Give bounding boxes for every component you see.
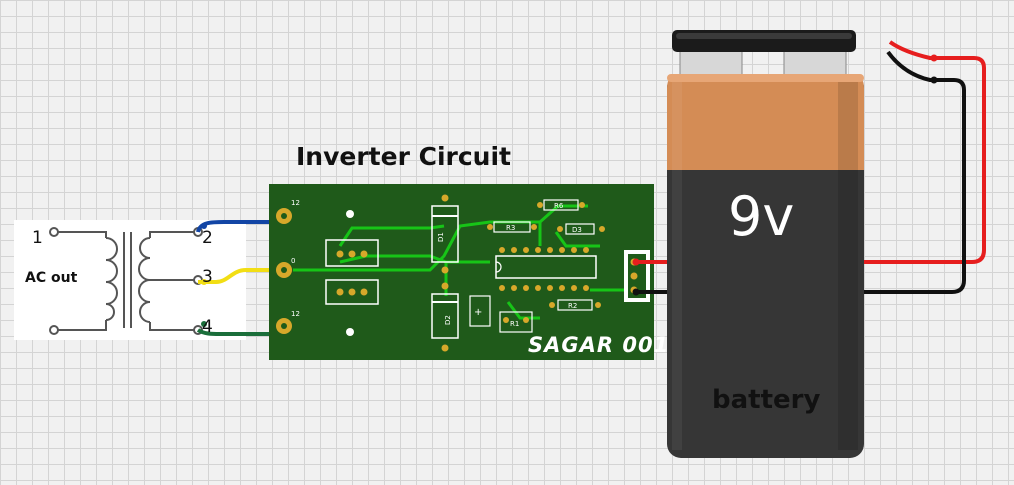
wire-yellow[interactable]: [198, 268, 286, 284]
wire-red[interactable]: [636, 40, 986, 264]
pcb-brand-label: SAGAR 001: [528, 333, 670, 357]
diode-d2-footprint: [431, 293, 459, 339]
wire-green-endpoint: [201, 321, 207, 327]
pcb-traces: [293, 204, 628, 320]
diode-d1-footprint: [431, 205, 459, 263]
wire-black[interactable]: [636, 50, 966, 294]
resistor-r6-footprint: [499, 311, 533, 333]
transformer-pin-3-label: 3: [202, 267, 213, 287]
battery-terminal-right: [783, 47, 847, 79]
secondary-coil-lower: [138, 279, 151, 323]
battery-label: battery: [712, 385, 821, 415]
wire-yellow-endpoint: [201, 279, 207, 285]
diagram-title: Inverter Circuit: [296, 142, 512, 171]
wire-blue[interactable]: [196, 220, 286, 233]
diode-d1-label: D1: [437, 232, 445, 242]
diode-d3-label: D3: [572, 226, 582, 234]
wire-red-endpoint: [930, 54, 938, 62]
transformer-pin-1-label: 1: [32, 228, 43, 248]
svg-text:+: +: [474, 307, 482, 318]
pcb-label-12-bottom: 12: [291, 310, 300, 318]
battery-voltage-label: 9v: [728, 185, 795, 248]
wire-green[interactable]: [196, 328, 286, 336]
transformer-terminal-primary-bottom[interactable]: [49, 325, 59, 335]
resistor-r6-label: R1: [510, 320, 519, 328]
transformer-pin-4-label: 4: [202, 317, 213, 337]
wire-blue-endpoint: [201, 223, 207, 229]
diode-d2-label: D2: [444, 315, 452, 325]
pcb-board[interactable]: 12 0 12 D1 D2 R3 R6 R2 D3: [269, 184, 654, 360]
transformer-terminal-1[interactable]: [49, 227, 59, 237]
pcb-label-12-top: 12: [291, 199, 300, 207]
resistor-r2-footprint: [493, 221, 531, 233]
secondary-coil-upper: [138, 237, 151, 281]
resistor-r2-label: R3: [506, 224, 515, 232]
ic-pins: [499, 247, 589, 291]
pcb-label-0: 0: [291, 257, 295, 265]
resistor-r3-label: R6: [554, 202, 564, 210]
transistor-footprint-lower: [325, 279, 379, 305]
battery-top-band: [667, 74, 864, 170]
capacitor-footprint: [469, 295, 491, 327]
battery-9v[interactable]: [667, 30, 864, 458]
resistor-r3-footprint: [543, 199, 579, 211]
transistor-footprint-upper: [325, 239, 379, 267]
transformer-pin-2-label: 2: [202, 228, 213, 248]
wire-black-endpoint: [930, 76, 938, 84]
resistor-r1-label: R2: [568, 302, 577, 310]
mount-hole-bottom: [346, 328, 354, 336]
ic-footprint: [495, 255, 597, 279]
diode-d3-footprint: [565, 223, 595, 235]
mount-hole-top: [346, 210, 354, 218]
transformer-label: AC out: [25, 270, 78, 286]
battery-terminal-left: [679, 47, 743, 79]
resistor-r1-footprint: [557, 299, 593, 311]
pcb-substrate: [269, 184, 654, 360]
primary-coil: [105, 237, 118, 321]
